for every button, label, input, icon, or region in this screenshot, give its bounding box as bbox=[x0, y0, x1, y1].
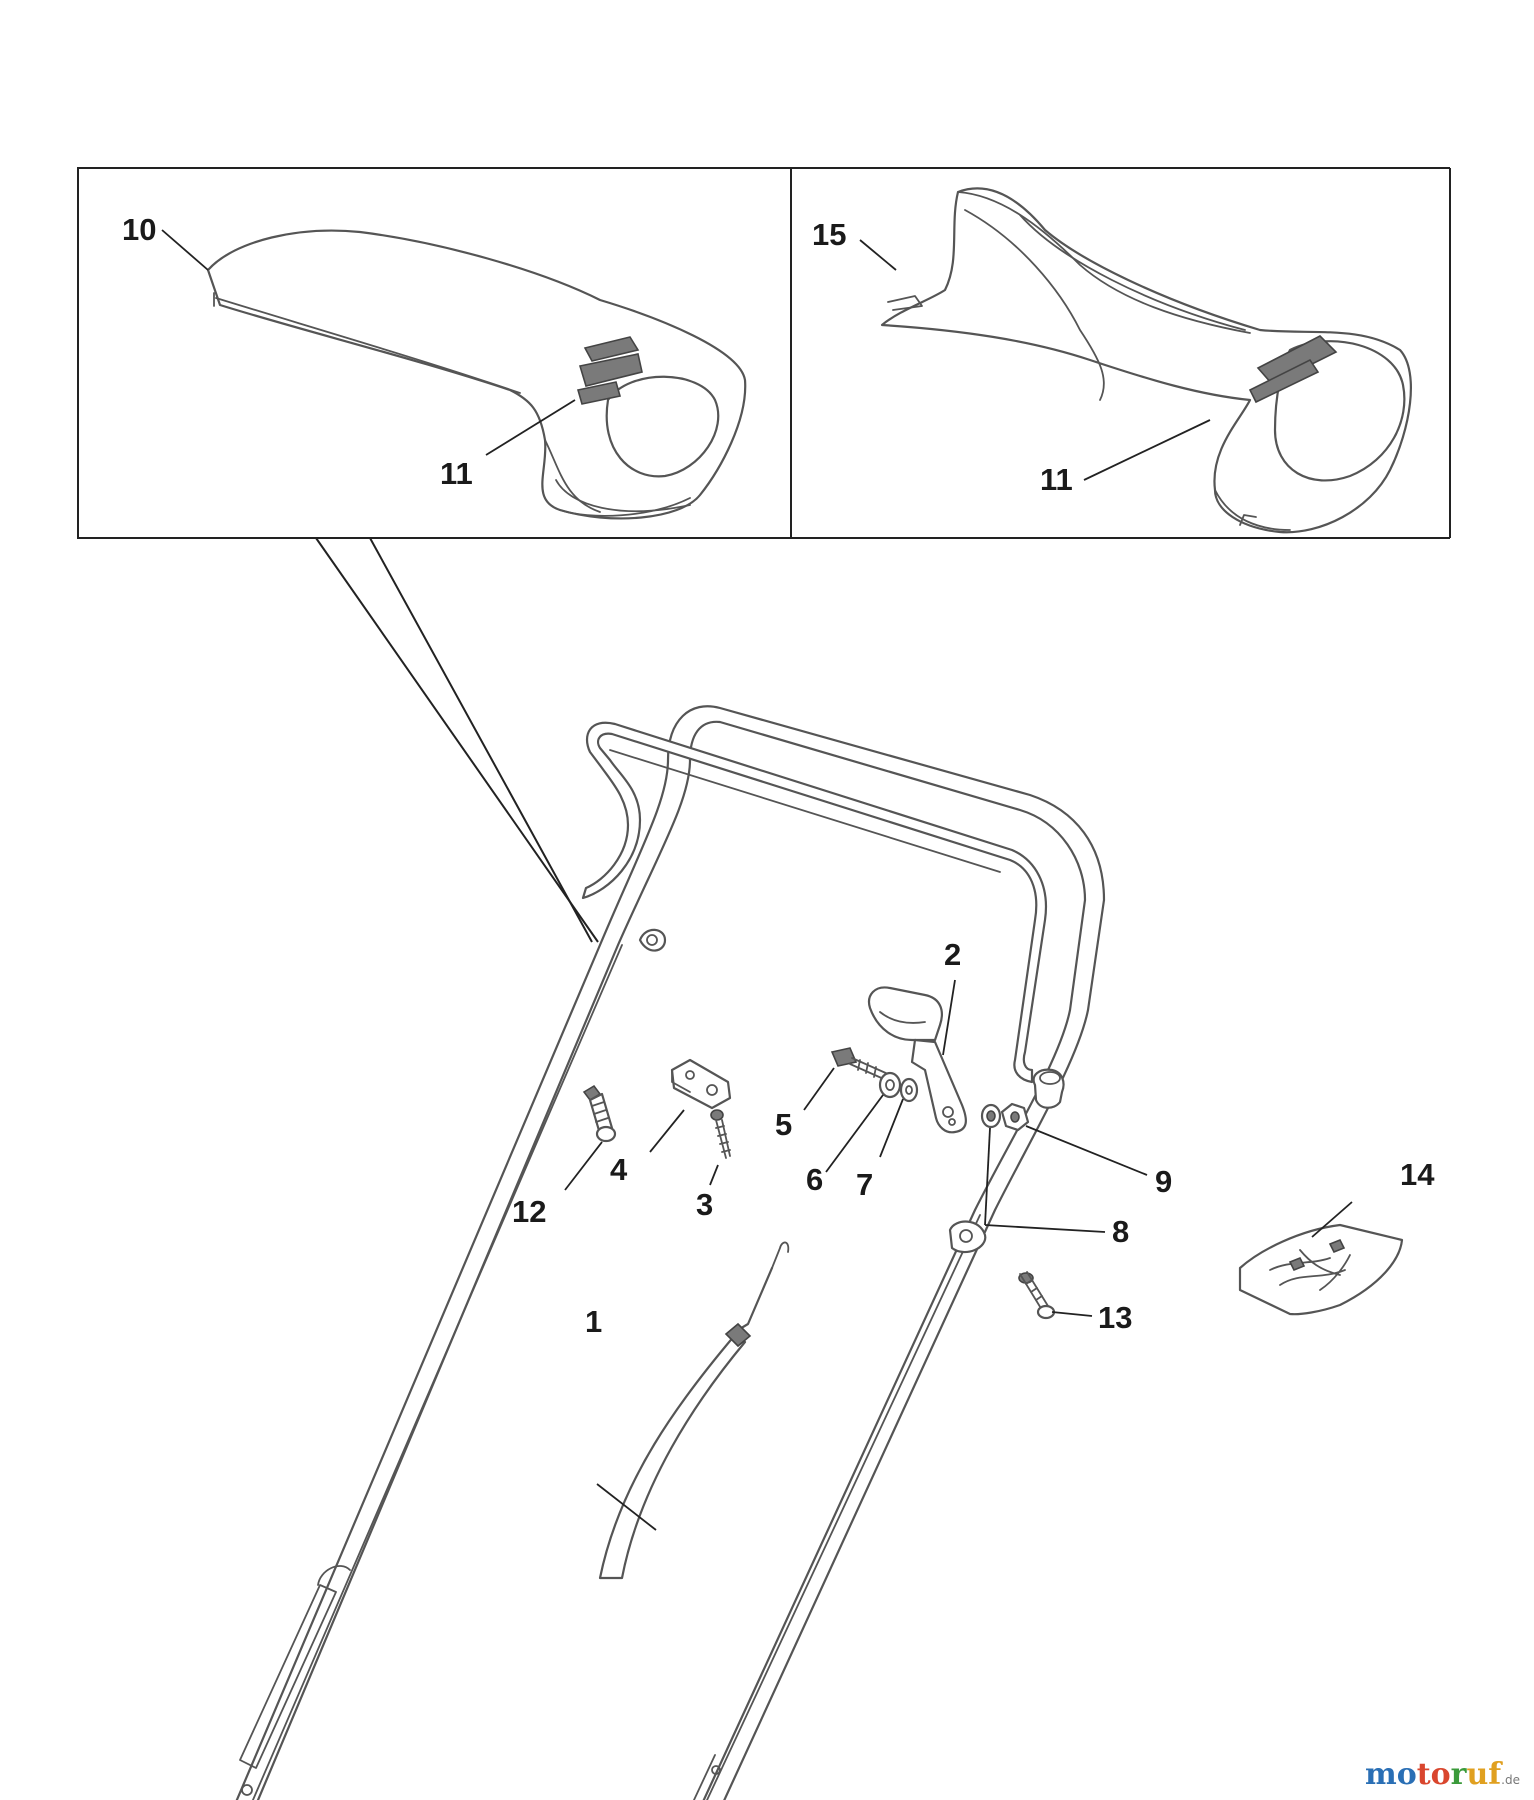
callout-10: 10 bbox=[122, 212, 156, 247]
callout-8: 8 bbox=[1112, 1214, 1129, 1249]
rivet-12 bbox=[582, 1084, 617, 1143]
nut-9 bbox=[1000, 1102, 1030, 1132]
spacer-sleeve bbox=[1032, 1068, 1065, 1109]
callout-11-left: 11 bbox=[440, 456, 473, 491]
callout-15: 15 bbox=[812, 217, 846, 252]
control-bail bbox=[581, 721, 1048, 1084]
bolt-5 bbox=[830, 1047, 889, 1081]
callout-11-right: 11 bbox=[1040, 462, 1073, 497]
callout-9: 9 bbox=[1155, 1164, 1172, 1199]
cable-1 bbox=[598, 1241, 790, 1580]
label-insert-11-right bbox=[1248, 335, 1338, 404]
screw-3 bbox=[710, 1109, 731, 1159]
parts-bag-14 bbox=[1238, 1223, 1404, 1316]
leader-lines bbox=[161, 229, 1353, 1531]
screw-13 bbox=[1018, 1271, 1056, 1320]
callout-labels: 10 11 15 11 2 5 4 6 7 3 12 9 8 14 13 1 bbox=[122, 212, 1435, 1339]
washer-6 bbox=[878, 1071, 902, 1099]
label-insert-11-left bbox=[576, 336, 643, 405]
handle-grip-cover-10 bbox=[206, 229, 747, 520]
callout-1: 1 bbox=[585, 1304, 602, 1339]
callout-6: 6 bbox=[806, 1162, 823, 1197]
callout-4: 4 bbox=[610, 1152, 628, 1187]
callout-3: 3 bbox=[696, 1187, 713, 1222]
callout-5: 5 bbox=[775, 1107, 792, 1142]
lever-2 bbox=[867, 986, 967, 1134]
inset-frames bbox=[77, 167, 1451, 943]
callout-12: 12 bbox=[512, 1194, 546, 1229]
handle-frame bbox=[235, 705, 1106, 1800]
washer-7 bbox=[899, 1077, 919, 1103]
watermark-logo: motoruf.de bbox=[1365, 1757, 1520, 1792]
callout-14: 14 bbox=[1400, 1157, 1435, 1192]
callout-13: 13 bbox=[1098, 1300, 1132, 1335]
callout-7: 7 bbox=[856, 1167, 873, 1202]
handle-grip-cover-15 bbox=[880, 187, 1412, 534]
callout-2: 2 bbox=[944, 937, 961, 972]
cable-clip-4 bbox=[670, 1058, 732, 1110]
washer-8 bbox=[980, 1103, 1002, 1129]
